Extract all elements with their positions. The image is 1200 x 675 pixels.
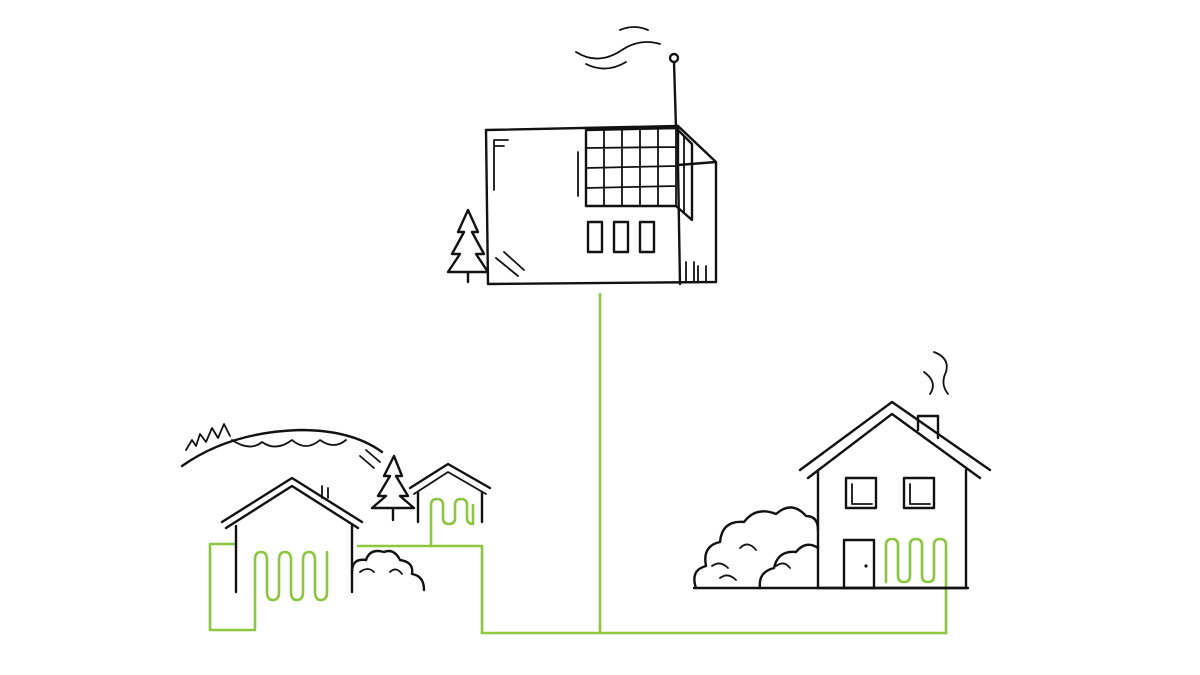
hill-outline xyxy=(180,428,384,468)
plant-side-window xyxy=(685,261,707,283)
house-walls xyxy=(234,524,354,594)
house-roof-line xyxy=(413,471,487,495)
house-icon xyxy=(692,351,992,590)
small-house-pipe xyxy=(429,497,475,548)
heating-plant-icon xyxy=(446,26,718,286)
door-knob xyxy=(864,564,868,568)
plant-window xyxy=(638,220,656,254)
bush-icon xyxy=(693,506,820,590)
house-icon xyxy=(220,476,364,524)
smoke-icon xyxy=(575,41,661,60)
right-branch-pipe xyxy=(884,537,948,635)
plant-hatch xyxy=(493,139,509,191)
house-window xyxy=(902,476,936,510)
left-branch-pipe xyxy=(356,544,484,635)
house-icon xyxy=(408,462,492,490)
chimney-tip xyxy=(668,52,680,64)
smoke-icon xyxy=(585,61,627,70)
left-house-loop xyxy=(208,542,329,632)
house-roof-line xyxy=(224,484,360,530)
bush-detail xyxy=(359,568,403,575)
smoke-icon xyxy=(619,26,649,31)
house-walls xyxy=(416,490,484,524)
house-roof-line xyxy=(806,412,982,480)
grid-lines xyxy=(585,127,685,214)
smoke-icon xyxy=(923,371,934,395)
bush-detail xyxy=(711,543,791,581)
heat-pipe-network xyxy=(208,292,948,635)
house-door xyxy=(842,538,876,590)
hill-ridge xyxy=(231,439,347,448)
plant-window xyxy=(586,220,604,254)
bush-icon xyxy=(350,549,426,592)
window-frame xyxy=(909,483,931,505)
bush-icon xyxy=(185,423,231,451)
window-grid xyxy=(577,126,694,222)
plant-building xyxy=(484,124,718,286)
plant-hatch xyxy=(495,251,525,277)
house-window xyxy=(844,476,878,510)
window-frame xyxy=(851,483,873,505)
plant-window xyxy=(612,220,630,254)
neighborhood-icon xyxy=(180,423,492,594)
house-walls xyxy=(816,468,968,590)
smoke-icon xyxy=(933,351,949,395)
tree-icon xyxy=(446,208,490,284)
house-roof xyxy=(798,400,992,472)
chimney-pole xyxy=(672,60,678,130)
bush-icon xyxy=(758,543,820,590)
plant-side-edge xyxy=(676,163,682,286)
chimney-icon xyxy=(321,485,329,499)
chimney-icon xyxy=(916,414,940,440)
tree-icon xyxy=(370,454,416,522)
hill-hatch xyxy=(359,449,381,469)
